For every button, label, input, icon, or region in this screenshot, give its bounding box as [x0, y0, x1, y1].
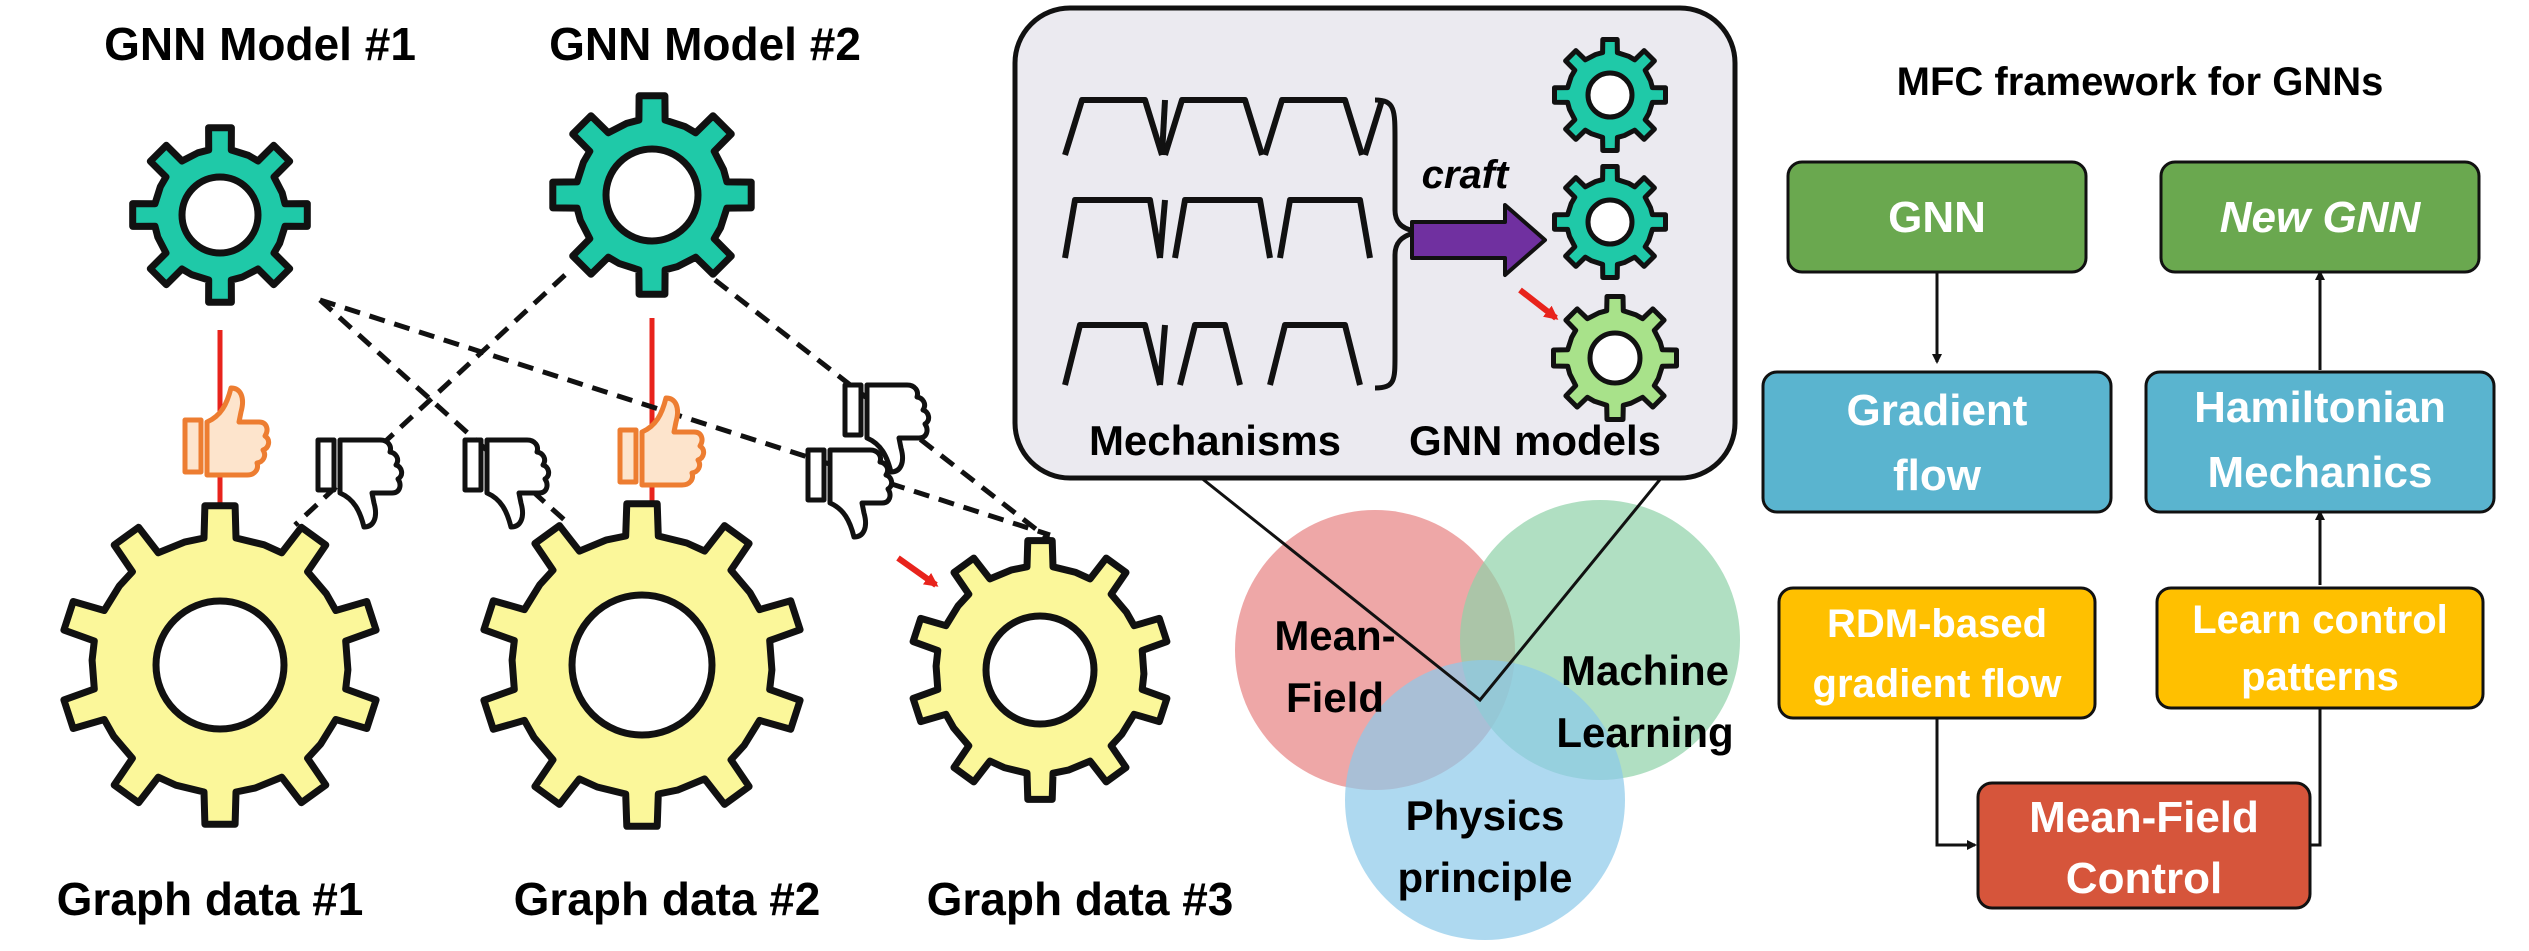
- thumbs-down-icon: [842, 382, 932, 475]
- gradient-flow-label-2: flow: [1893, 451, 1982, 500]
- mfc-title: MFC framework for GNNs: [1897, 60, 2384, 104]
- mfc-label-2: Control: [2066, 854, 2222, 903]
- venn-ml-label-2: Learning: [1556, 709, 1733, 756]
- model-1-label: GNN Model #1: [104, 18, 416, 70]
- venn-circle-physics: [1345, 660, 1625, 940]
- mechanism-shapes: [1062, 97, 1385, 386]
- venn-physics-label-2: principle: [1397, 854, 1572, 901]
- venn-mean-field-label-1: Mean-: [1274, 612, 1395, 659]
- gnn-box: [1786, 160, 2088, 274]
- gnn-models-label: GNN models: [1409, 417, 1661, 464]
- red-arrow-icon: [1518, 287, 1559, 321]
- graph-data-3-gear-icon: [909, 537, 1171, 803]
- gnn-model-2-gear-icon: [549, 92, 755, 298]
- graph-3-label: Graph data #3: [927, 873, 1234, 925]
- mechanisms-label: Mechanisms: [1089, 417, 1341, 464]
- rdm-label-2: gradient flow: [1813, 662, 2063, 706]
- thumbs-down-icon: [462, 437, 552, 530]
- gradient-flow-label-1: Gradient: [1847, 386, 2028, 435]
- left-panel: GNN Model #1 GNN Model #2: [57, 18, 1234, 925]
- flow-connectors: [1932, 270, 2325, 850]
- right-panel: MFC framework for GNNs GNN New GNN Gradi…: [1761, 60, 2496, 910]
- rdm-box: [1777, 586, 2097, 720]
- zoom-connector-lines: [1184, 454, 1682, 703]
- venn-physics-label-1: Physics: [1406, 792, 1565, 839]
- crafted-gnn-gear-2-icon: [1552, 164, 1668, 280]
- mfc-label-1: Mean-Field: [2029, 793, 2259, 842]
- graph-2-label: Graph data #2: [514, 873, 821, 925]
- craft-label: craft: [1422, 153, 1510, 197]
- thumbs-up-icon: [182, 385, 272, 478]
- venn-ml-label-1: Machine: [1561, 647, 1729, 694]
- thumbs-up-icon: [617, 395, 707, 488]
- gnn-model-1-gear-icon: [129, 124, 311, 306]
- hamiltonian-label-2: Mechanics: [2208, 448, 2433, 497]
- graph-data-1-gear-icon: [60, 502, 380, 828]
- hamiltonian-label-1: Hamiltonian: [2194, 383, 2446, 432]
- gradient-flow-box: [1761, 370, 2113, 514]
- model-2-label: GNN Model #2: [549, 18, 861, 70]
- mfc-box: [1976, 781, 2312, 910]
- venn-diagram: Mean- Field Machine Learning Physics pri…: [1235, 500, 1740, 940]
- gnn-box-label: GNN: [1888, 193, 1986, 242]
- venn-mean-field-label-2: Field: [1286, 674, 1384, 721]
- learn-control-box: [2155, 586, 2485, 710]
- learn-control-label-1: Learn control: [2192, 598, 2448, 642]
- thumbs-down-icon: [805, 447, 895, 540]
- learn-control-label-2: patterns: [2241, 655, 2399, 699]
- graph-1-label: Graph data #1: [57, 873, 364, 925]
- middle-panel: Mean- Field Machine Learning Physics pri…: [1012, 5, 1740, 940]
- new-gnn-box: [2159, 160, 2481, 274]
- thumbs-down-icon: [315, 437, 405, 530]
- hamiltonian-box: [2144, 370, 2496, 514]
- red-arrow-icon: [896, 555, 939, 588]
- craft-arrow-icon: [1410, 203, 1547, 277]
- rdm-label-1: RDM-based: [1827, 602, 2047, 646]
- crafted-gnn-gear-1-icon: [1552, 37, 1668, 153]
- new-gnn-box-label: New GNN: [2220, 193, 2422, 242]
- crafted-gnn-gear-3-icon: [1551, 294, 1679, 422]
- graph-data-2-gear-icon: [480, 500, 804, 830]
